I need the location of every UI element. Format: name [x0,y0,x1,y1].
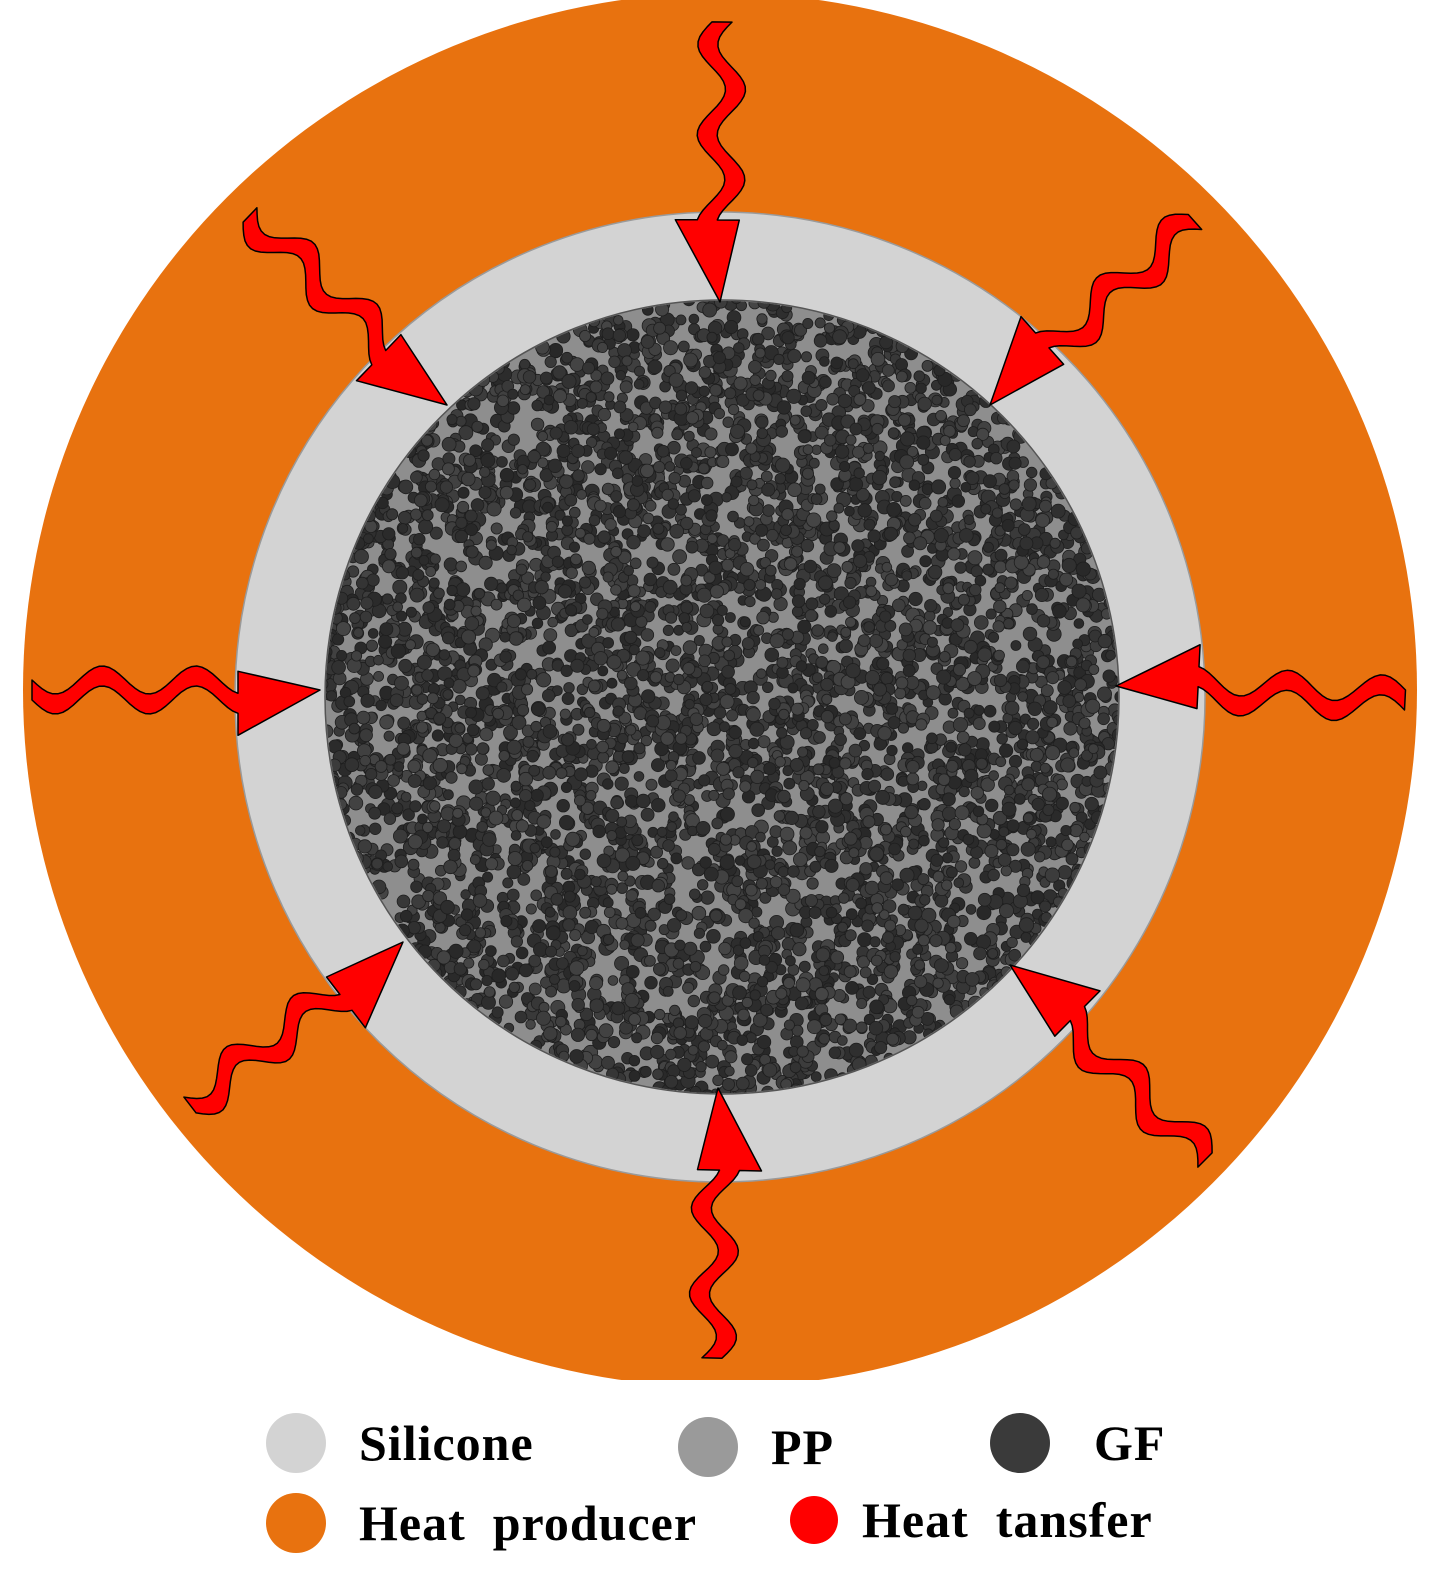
heat-arrow-top-left [242,207,448,406]
gf-swatch-icon [990,1413,1050,1473]
legend-item-silicone: Silicone [266,1413,534,1473]
legend: Silicone PP GF Heat producer Heat tansfe… [0,1395,1441,1585]
silicone-swatch-icon [266,1413,326,1473]
heat-producer-swatch-icon [266,1493,326,1553]
legend-item-pp: PP [678,1417,834,1477]
heat-arrow-right [1115,643,1407,722]
legend-label-heat-producer: Heat producer [359,1495,698,1551]
heat-arrow-top-right [989,213,1203,406]
gf-particles [326,301,1118,1093]
legend-item-gf: GF [990,1413,1165,1473]
composite-cross-section-diagram [23,0,1417,1380]
heat-arrow-bottom [688,1087,763,1359]
legend-item-heat-producer: Heat producer [266,1493,697,1553]
heat-arrow-bottom-left [183,941,404,1116]
heat-arrow-left [31,665,321,737]
heat-arrow-top [674,21,747,303]
legend-label-pp: PP [771,1419,835,1475]
legend-label-heat-transfer: Heat tansfer [862,1492,1153,1548]
heat-arrow-bottom-right [1009,964,1213,1168]
pp-swatch-icon [678,1417,738,1477]
legend-item-heat-transfer: Heat tansfer [790,1491,1153,1549]
heat-transfer-swatch-icon [790,1496,838,1544]
heat-transfer-arrows [31,21,1407,1359]
legend-label-silicone: Silicone [359,1415,534,1471]
legend-label-gf: GF [1094,1415,1166,1471]
